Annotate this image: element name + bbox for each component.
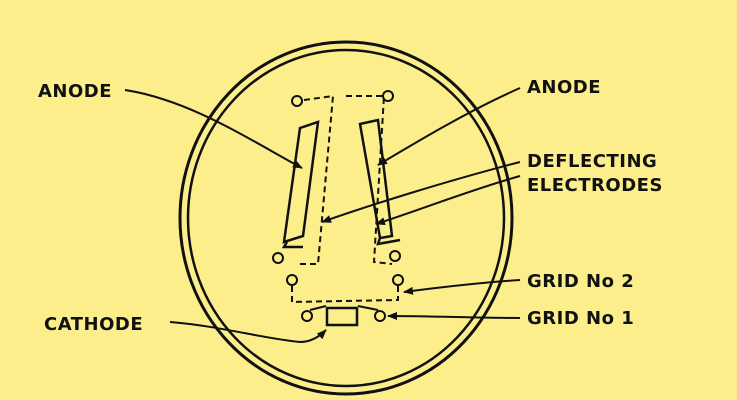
grid-no-2 [291,286,399,304]
deflecting-electrodes [298,94,393,265]
arrow-deflecting-left [321,161,521,223]
anode-right [358,118,401,246]
arrow-grid1 [387,312,521,321]
cathode-element [325,306,359,327]
arrow-deflecting-right [375,175,521,226]
arrow-anode-left [124,89,303,169]
label-cathode: CATHODE [44,314,143,335]
arrow-grid2 [403,279,521,295]
label-deflecting: DEFLECTING [527,151,657,172]
label-anode-right: ANODE [527,77,601,98]
label-anode-left: ANODE [38,81,112,102]
arrow-cathode [169,321,327,344]
tube-envelope [178,40,514,396]
label-electrodes: ELECTRODES [527,175,663,196]
leader-lines [124,87,521,344]
arrow-anode-right [377,87,521,166]
grid-no-1 [309,305,379,311]
anode-left [281,120,320,249]
label-grid-no-2: GRID No 2 [527,271,634,292]
support-pins [272,90,404,322]
label-grid-no-1: GRID No 1 [527,308,634,329]
